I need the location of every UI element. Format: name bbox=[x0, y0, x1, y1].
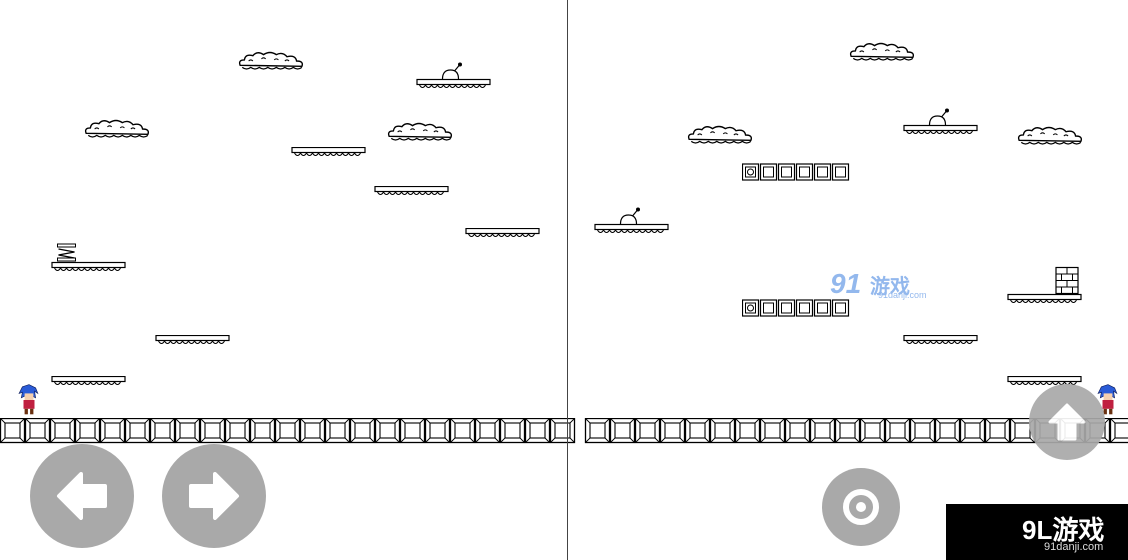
move-left-button[interactable] bbox=[30, 444, 134, 548]
platform bbox=[465, 228, 540, 238]
player-character bbox=[18, 384, 39, 415]
platform bbox=[291, 147, 366, 157]
watermark-url: 91danji.com bbox=[878, 290, 927, 300]
move-right-button[interactable] bbox=[162, 444, 266, 548]
block-row bbox=[742, 299, 850, 317]
corner-watermark-url: 91danji.com bbox=[1044, 541, 1104, 553]
platform bbox=[51, 376, 126, 386]
corner-watermark-bg bbox=[946, 504, 1128, 560]
ring-target-icon bbox=[843, 489, 879, 525]
watermark: 91 游戏 91danji.com bbox=[830, 268, 930, 304]
platform bbox=[155, 335, 230, 345]
platform-with-switch bbox=[903, 108, 978, 135]
screen-divider bbox=[567, 0, 568, 560]
block-row bbox=[742, 163, 850, 181]
platform-with-spring bbox=[51, 243, 126, 272]
cloud bbox=[84, 119, 150, 138]
platform-with-switch bbox=[416, 62, 491, 89]
action-button[interactable] bbox=[822, 468, 900, 546]
platform-with-switch bbox=[594, 207, 669, 234]
cloud bbox=[1017, 126, 1083, 145]
arrow-right-icon bbox=[189, 472, 239, 520]
platform-with-bricks bbox=[1007, 266, 1082, 304]
cloud bbox=[687, 125, 753, 144]
cloud bbox=[849, 42, 915, 61]
arrow-up-icon bbox=[1048, 403, 1086, 441]
cloud bbox=[238, 51, 304, 70]
cloud bbox=[387, 122, 453, 141]
ground-blocks bbox=[0, 418, 1128, 444]
jump-button[interactable] bbox=[1029, 384, 1105, 460]
watermark-logo: 91 bbox=[830, 268, 862, 299]
watermark-name: 游戏 bbox=[870, 276, 910, 298]
arrow-left-icon bbox=[57, 472, 107, 520]
corner-watermark-logo: 9L游戏 bbox=[1022, 515, 1105, 545]
platform bbox=[903, 335, 978, 345]
platform bbox=[374, 186, 449, 196]
